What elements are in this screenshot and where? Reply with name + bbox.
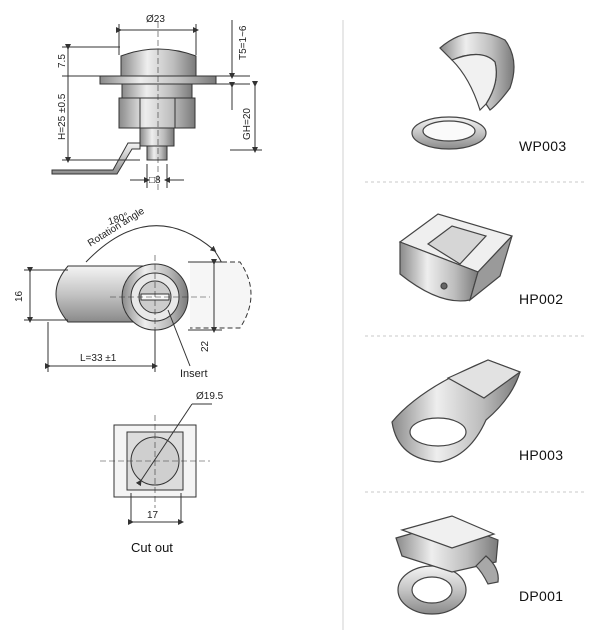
front-view-drawing [51,20,262,190]
part-code-hp002: HP002 [519,291,564,307]
part-code-wp003: WP003 [519,138,567,154]
wp003-illustration [411,32,515,150]
cutout-caption: Cut out [131,540,173,555]
hp003-illustration [391,359,522,463]
depth-22-label: 22 [200,340,211,352]
square-8-label: □8 [149,175,161,186]
length-33-label: L=33 ±1 [80,353,117,364]
hp002-illustration [398,213,514,302]
part-code-hp003: HP003 [519,447,564,463]
diameter-19-5-label: Ø19.5 [196,391,224,402]
flange-7-5-label: 7.5 [57,54,68,68]
cutout-view-drawing [100,403,212,525]
rotation-view-drawing [24,225,252,372]
part-code-dp001: DP001 [519,588,564,604]
dp001-illustration [395,515,499,615]
diameter-23-label: Ø23 [146,14,165,25]
cutout-width-17-label: 17 [147,510,159,521]
thickness-label: T5=1~6 [238,25,249,60]
height-25-label: H=25 ±0.5 [57,93,68,140]
width-16-label: 16 [14,290,25,302]
gh-20-label: GH=20 [242,108,253,140]
insert-label: Insert [180,368,208,380]
